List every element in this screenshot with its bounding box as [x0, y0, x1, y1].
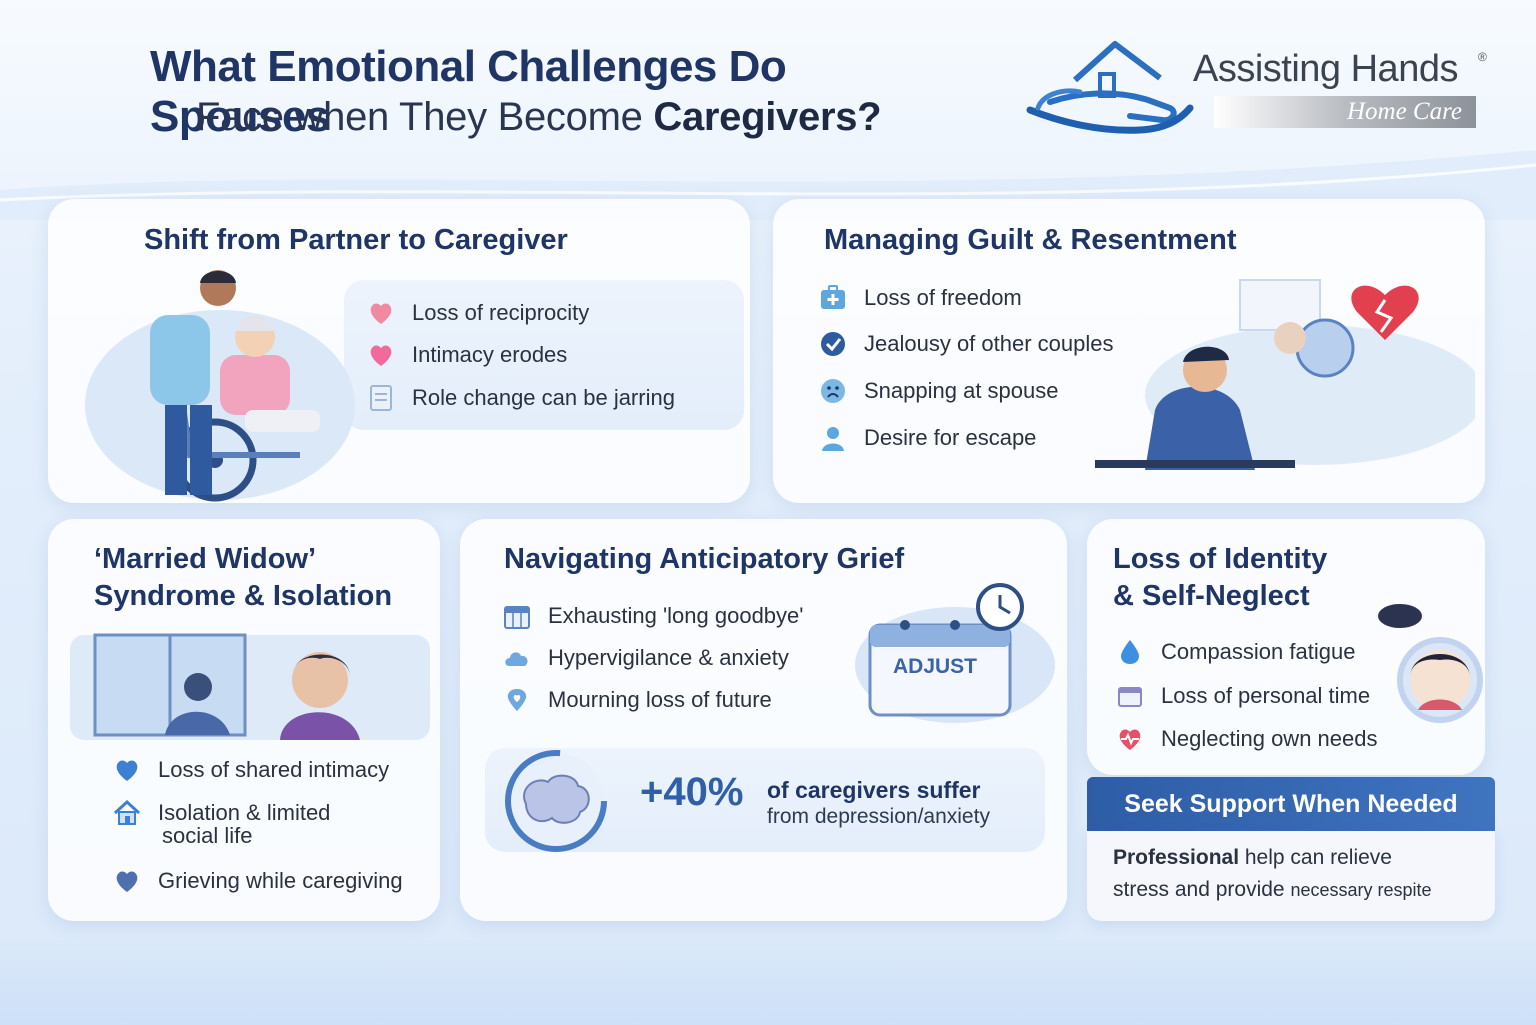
page-title: What Emotional Challenges Do Spouses	[150, 42, 787, 141]
droplet-icon	[1113, 635, 1147, 669]
check-circle-icon	[816, 327, 850, 361]
widow-item-1: Loss of shared intimacy	[110, 753, 389, 787]
grief-item-3: Mourning loss of future	[500, 683, 772, 717]
woman-mirror-illustration	[1378, 604, 1483, 723]
card-identity-title-line1: Loss of Identity	[1113, 543, 1328, 575]
grief-item-1: Exhausting 'long goodbye'	[500, 599, 803, 633]
heartbeat-icon	[1113, 722, 1147, 756]
house-icon	[110, 796, 144, 830]
medical-kit-icon	[816, 281, 850, 315]
guilt-item-4: Desire for escape	[816, 421, 1036, 455]
support-panel	[1087, 831, 1495, 921]
stressed-man-illustration	[1095, 279, 1475, 470]
widow-item-2: Isolation & limited	[110, 796, 330, 830]
stat-value: +40%	[640, 770, 744, 814]
identity-item-2: Loss of personal time	[1113, 679, 1370, 713]
grief-item-2: Hypervigilance & anxiety	[500, 641, 789, 675]
calendar-clock-illustration	[855, 583, 1055, 723]
header-background	[0, 0, 1536, 190]
brain-icon	[505, 750, 607, 852]
sad-face-icon	[816, 374, 850, 408]
card-identity-title-line2: & Self-Neglect	[1113, 580, 1310, 612]
card-widow-title-line2: Syndrome & Isolation	[94, 580, 393, 612]
card-grief-title: Navigating Anticipatory Grief	[504, 543, 905, 575]
card-guilt-title: Managing Guilt & Resentment	[824, 224, 1237, 256]
stat-caption-line2: from depression/anxiety	[767, 805, 990, 828]
widow-item-3: Grieving while caregiving	[110, 864, 403, 898]
caregiver-wheelchair-illustration	[85, 270, 355, 502]
heart-icon	[364, 296, 398, 330]
calendar-icon	[1113, 679, 1147, 713]
logo-registered-mark: ®	[1478, 50, 1487, 64]
support-title: Seek Support When Needed	[1087, 777, 1495, 831]
heart-icon	[110, 864, 144, 898]
house-hand-logo-icon	[1026, 41, 1194, 134]
guilt-item-3: Snapping at spouse	[816, 374, 1059, 408]
widow-item-2-cont: social life	[162, 823, 253, 848]
stat-caption-line1: of caregivers suffer	[767, 777, 981, 803]
partner-item-1: Loss of reciprocity	[364, 296, 589, 330]
calendar-adjust-label: ADJUST	[893, 655, 978, 678]
logo-name: Assisting Hands	[1193, 48, 1458, 90]
logo-subtitle: Home Care	[1214, 96, 1476, 128]
identity-item-1: Compassion fatigue	[1113, 635, 1355, 669]
partner-item-2: Intimacy erodes	[364, 338, 567, 372]
document-icon	[364, 381, 398, 415]
cloud-icon	[500, 641, 534, 675]
identity-item-3: Neglecting own needs	[1113, 722, 1377, 756]
bottom-background	[0, 940, 1536, 1025]
heart-icon	[364, 338, 398, 372]
guilt-item-2: Jealousy of other couples	[816, 327, 1114, 361]
partner-item-3: Role change can be jarring	[364, 381, 675, 415]
partner-list-panel	[344, 280, 744, 430]
card-widow-title-line1: ‘Married Widow’	[94, 543, 317, 575]
person-icon	[816, 421, 850, 455]
guilt-item-1: Loss of freedom	[816, 281, 1022, 315]
lonely-woman-illustration	[70, 633, 430, 740]
card-partner-title: Shift from Partner to Caregiver	[144, 224, 568, 256]
heart-icon	[110, 753, 144, 787]
page-subtitle: Face when They Become Caregivers?	[196, 95, 882, 139]
calendar-icon	[500, 599, 534, 633]
heart-pin-icon	[500, 683, 534, 717]
